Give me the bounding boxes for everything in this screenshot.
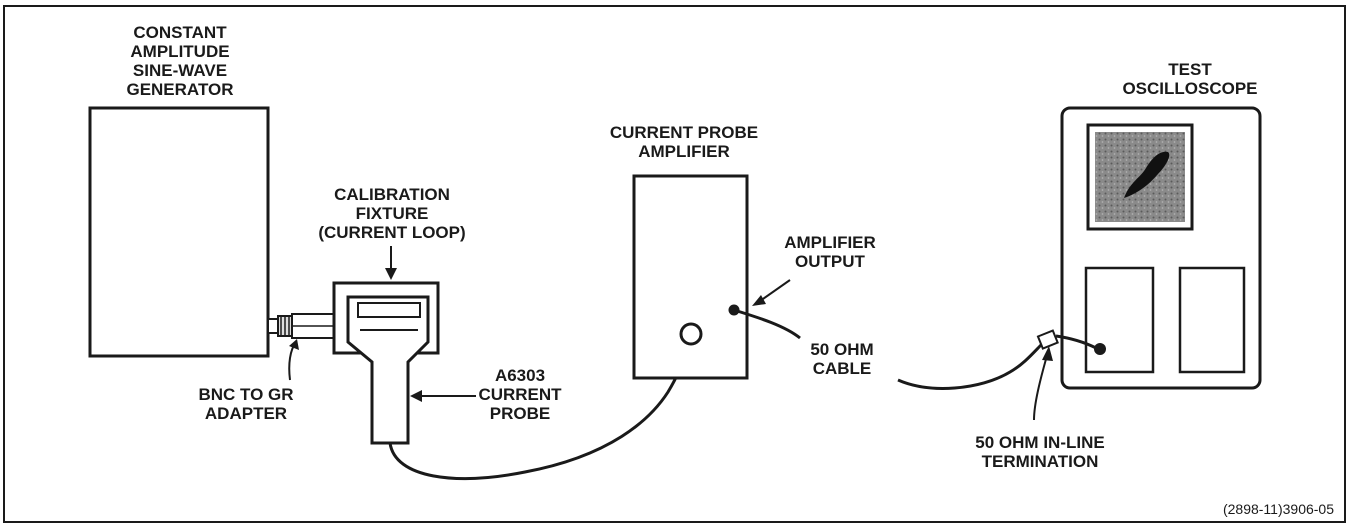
cable-label-1: 50 OHM [810,340,873,359]
adapter-label-1: BNC TO GR [198,385,293,404]
amplifier-box [632,174,749,380]
sine-wave-generator: CONSTANT AMPLITUDE SINE-WAVE GENERATOR [88,23,270,358]
probe-label-1: A6303 [495,366,545,385]
figure-border [3,5,1346,523]
fixture-label-3: (CURRENT LOOP) [318,223,465,242]
oscilloscope-plugin-left [1084,266,1155,374]
in-line-termination: 50 OHM IN-LINE TERMINATION [975,329,1105,471]
amplifier-label-1: CURRENT PROBE [610,123,758,142]
test-oscilloscope: TEST OSCILLOSCOPE [1060,60,1262,390]
generator-box [88,106,270,358]
probe-label-3: PROBE [490,404,550,423]
probe-body [346,295,430,445]
generator-label-1: CONSTANT [133,23,227,42]
oscilloscope-label-2: OSCILLOSCOPE [1122,79,1257,98]
adapter-label-2: ADAPTER [205,404,287,423]
termination-label-2: TERMINATION [982,452,1099,471]
generator-label-4: GENERATOR [126,80,233,99]
generator-label-2: AMPLITUDE [130,42,229,61]
generator-label-3: SINE-WAVE [133,61,227,80]
cable-label-2: CABLE [813,359,872,378]
amplifier-output-callout: AMPLIFIER OUTPUT [752,233,876,306]
amp-output-label-1: AMPLIFIER [784,233,876,252]
amplifier-label-2: AMPLIFIER [638,142,730,161]
termination-body [1036,329,1059,350]
figure-id: (2898-11)3906-05 [1223,501,1334,517]
a6303-current-probe: A6303 CURRENT PROBE [346,295,562,445]
amp-output-label-2: OUTPUT [795,252,866,271]
fixture-label-2: FIXTURE [356,204,429,223]
current-probe-amplifier: CURRENT PROBE AMPLIFIER [610,123,758,380]
termination-label-1: 50 OHM IN-LINE [975,433,1104,452]
amplifier-input-connector [679,322,703,346]
crt-trace [1124,151,1170,198]
oscilloscope-label-1: TEST [1168,60,1212,79]
fixture-label-1: CALIBRATION [334,185,450,204]
oscilloscope-plugin-right [1178,266,1246,374]
fifty-ohm-cable: 50 OHM CABLE [733,308,1044,390]
probe-label-2: CURRENT [478,385,562,404]
oscilloscope-input-connector [1094,343,1106,355]
